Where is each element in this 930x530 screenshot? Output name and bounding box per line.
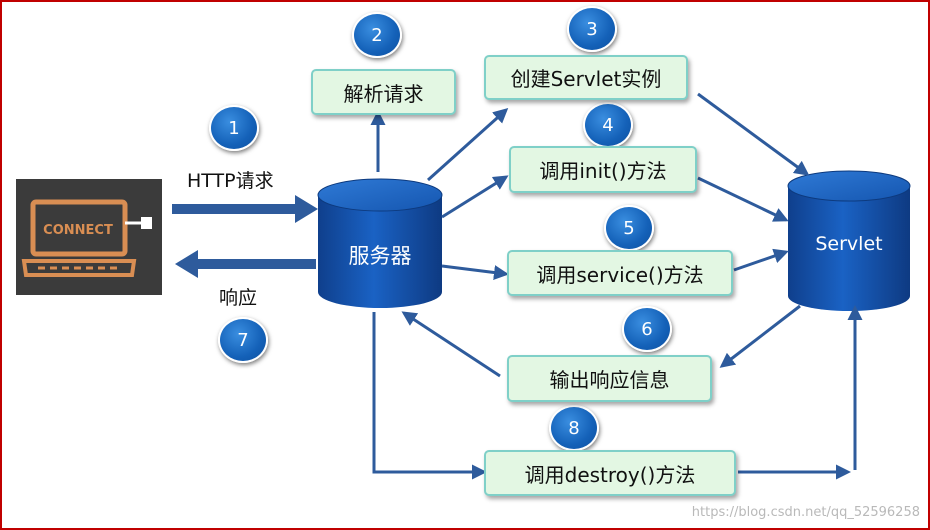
http-request-arrow <box>172 195 318 223</box>
step-badge-7: 7 <box>218 317 268 363</box>
step-badge-8: 8 <box>549 405 599 451</box>
arrow-service-to-servlet <box>733 248 789 272</box>
arrow-servlet-to-output <box>719 304 801 368</box>
response-label: 响应 <box>219 287 258 309</box>
watermark: https://blog.csdn.net/qq_52596258 <box>691 505 920 520</box>
step-badge-3: 3 <box>567 6 617 52</box>
servlet-cylinder <box>787 170 911 311</box>
server-label: 服务器 <box>348 244 412 268</box>
step-badge-4: 4 <box>583 102 633 148</box>
call-service-box: 调用service()方法 <box>507 250 733 296</box>
arrow-init-to-servlet <box>697 176 789 222</box>
arrow-output-to-server <box>401 311 501 378</box>
arrow-create-to-servlet <box>697 92 810 176</box>
step-badge-5: 5 <box>604 205 654 251</box>
server-cylinder <box>317 178 443 308</box>
response-arrow <box>175 250 316 278</box>
arrow-server-to-destroy <box>372 312 487 480</box>
call-init-box: 调用init()方法 <box>509 146 697 193</box>
laptop-connect-icon: CONNECT <box>16 179 162 295</box>
arrow-server-to-init <box>441 175 509 219</box>
servlet-label: Servlet <box>815 233 883 255</box>
output-response-box: 输出响应信息 <box>507 355 712 402</box>
http-request-label: HTTP请求 <box>187 170 274 192</box>
connect-label: CONNECT <box>43 223 113 238</box>
parse-request-box: 解析请求 <box>311 69 456 115</box>
arrow-server-to-service <box>441 264 509 280</box>
step-badge-6: 6 <box>622 306 672 352</box>
call-destroy-box: 调用destroy()方法 <box>484 450 736 496</box>
arrow-server-to-create <box>426 107 509 182</box>
step-badge-2: 2 <box>352 12 402 58</box>
create-servlet-instance-box: 创建Servlet实例 <box>484 55 688 100</box>
step-badge-1: 1 <box>209 105 259 151</box>
